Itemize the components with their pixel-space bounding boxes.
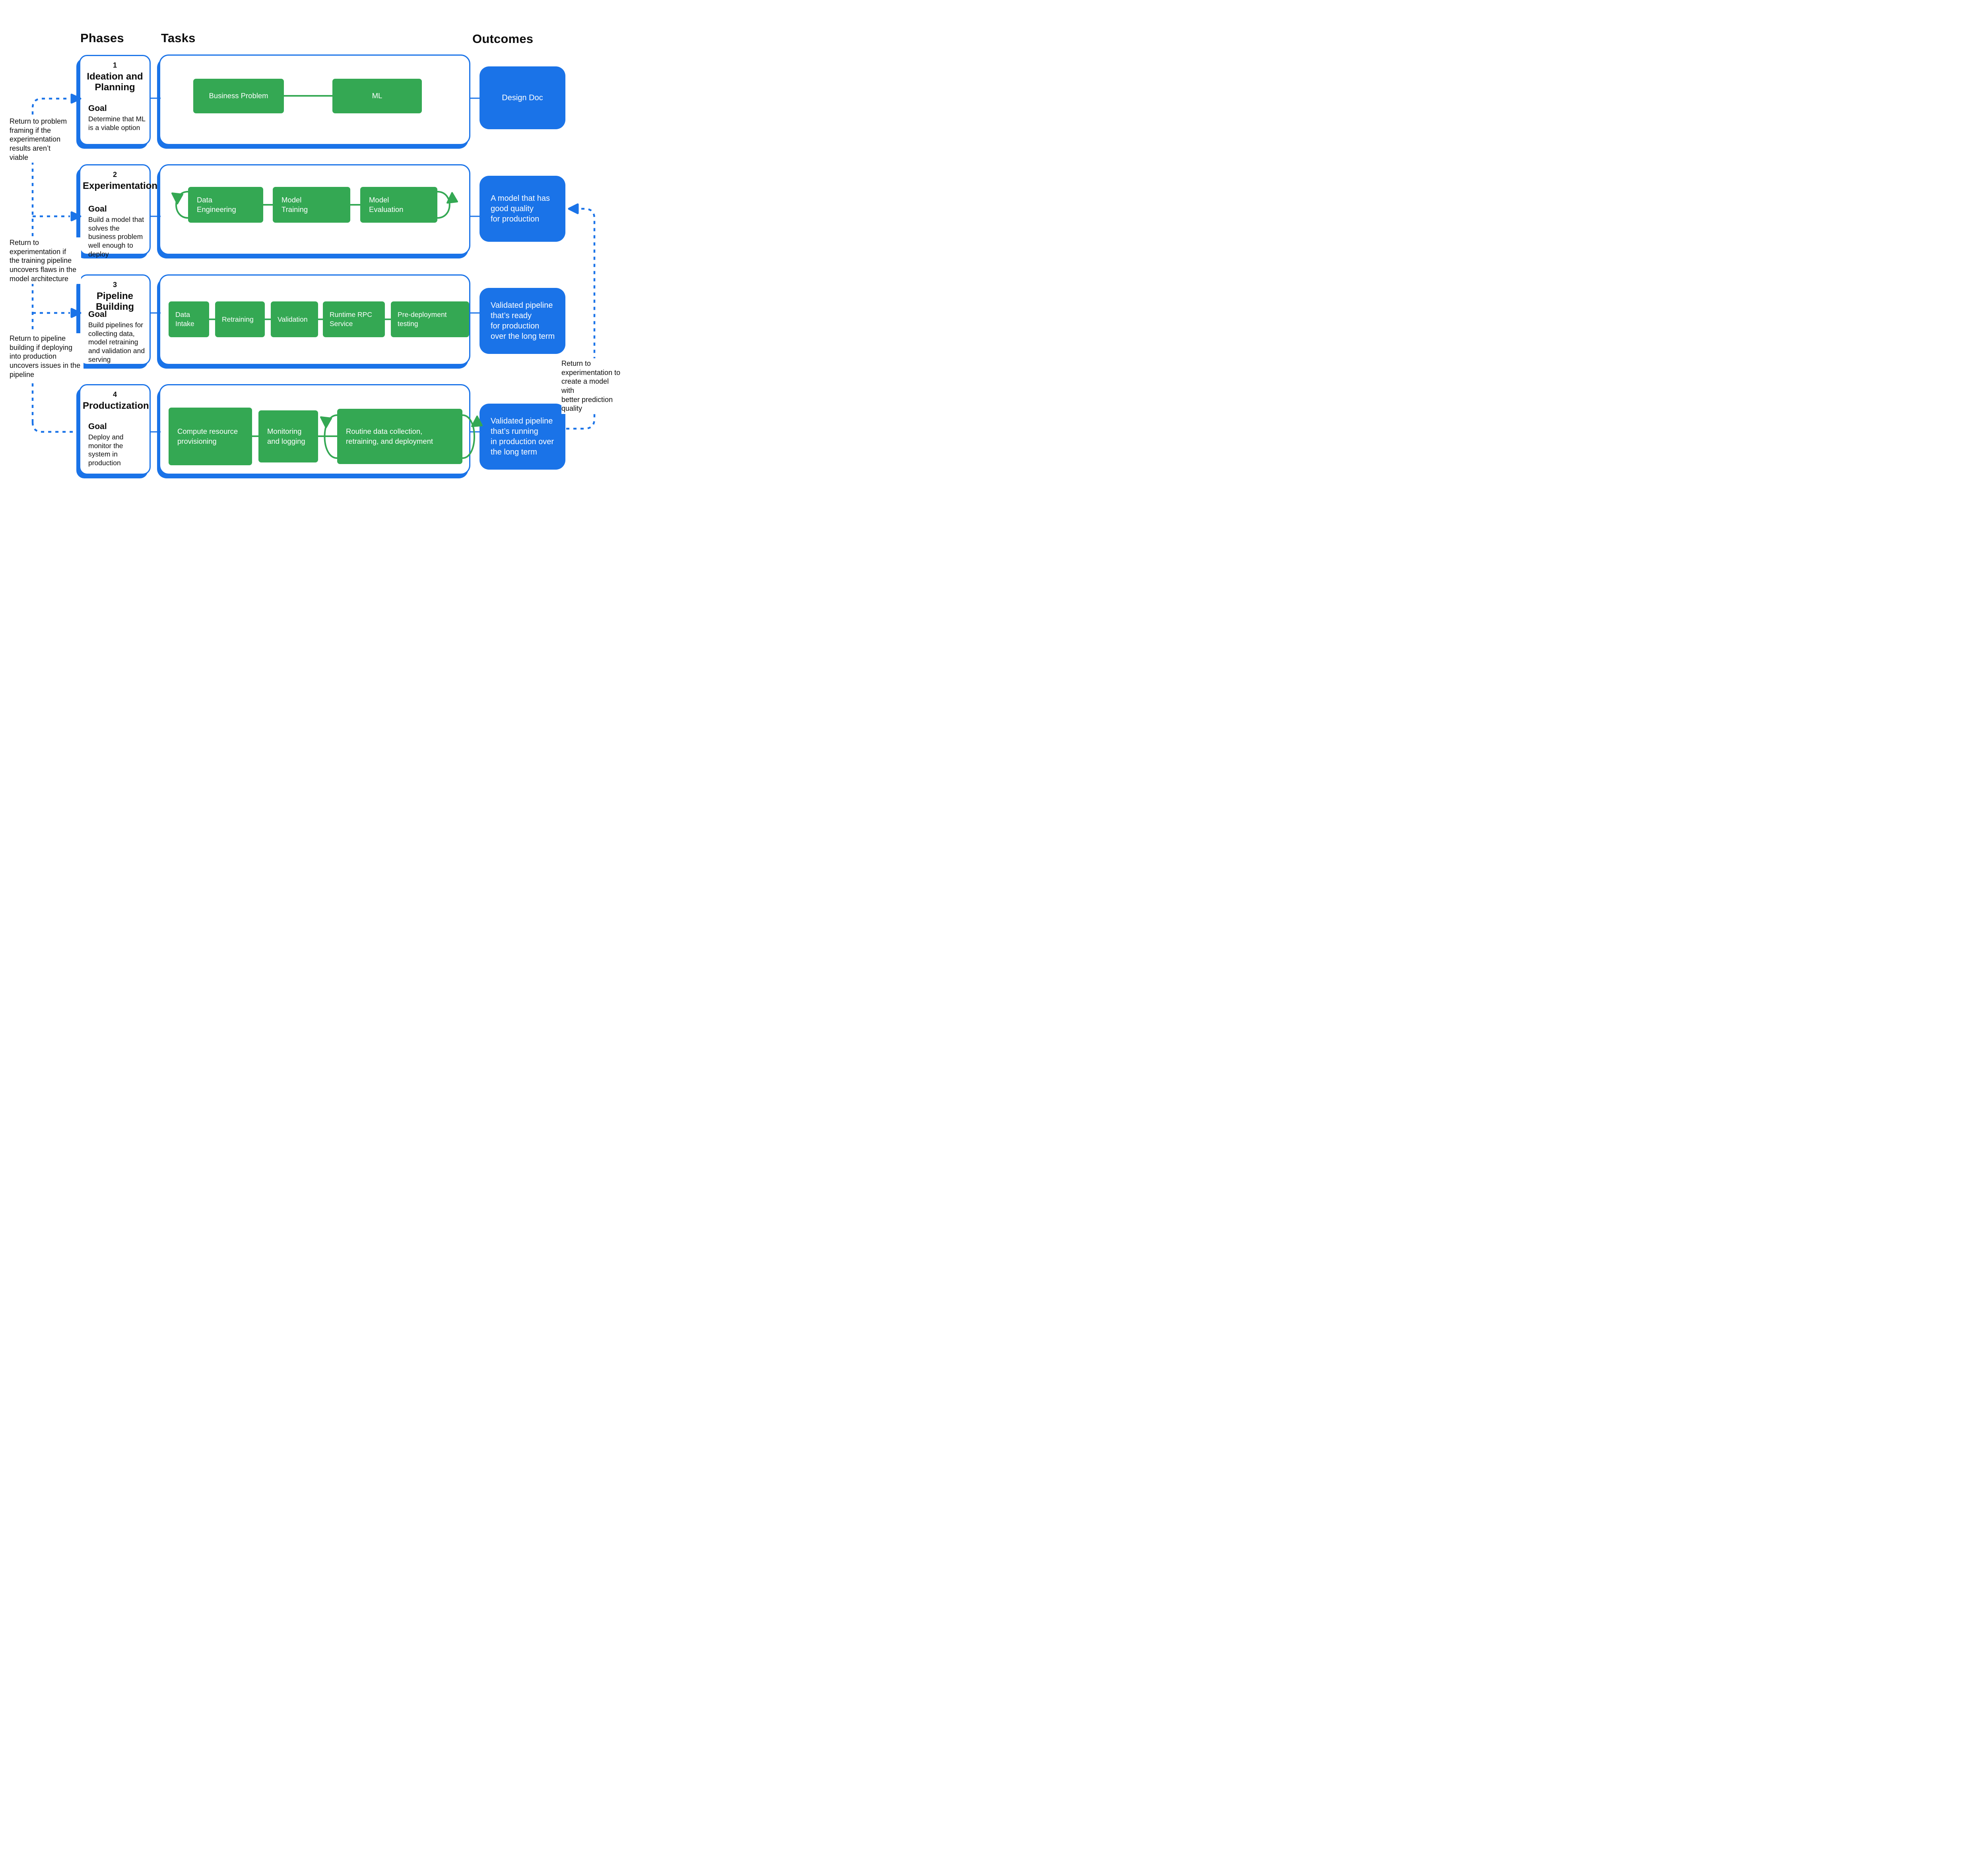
task-label: Validation: [278, 315, 308, 323]
mlops-phases-diagram: Phases Tasks Outcomes 1 Ideation and Pla…: [0, 0, 623, 514]
task-pre-deployment-testing: Pre-deployment testing: [391, 301, 469, 337]
task-ml: ML: [332, 79, 422, 113]
outcome-validated-pipeline-ready: Validated pipeline that’s ready for prod…: [480, 288, 565, 354]
right-return-arrowhead-group: [568, 203, 579, 214]
outcome-label: Design Doc: [502, 93, 543, 102]
outcome-validated-pipeline-running: Validated pipeline that’s running in pro…: [480, 404, 565, 470]
task-data-engineering: Data Engineering: [188, 187, 263, 223]
arrowhead-into-outcome2: [568, 203, 579, 214]
task-model-evaluation: Model Evaluation: [360, 187, 437, 223]
task-validation: Validation: [271, 301, 318, 337]
goal-label: Goal: [88, 204, 107, 214]
task-compute-resource-provisioning: Compute resource provisioning: [169, 408, 252, 465]
outcome-label: Validated pipeline that’s ready for prod…: [491, 301, 555, 341]
task-monitoring-and-logging: Monitoring and logging: [258, 410, 318, 462]
task-label: ML: [372, 91, 382, 100]
task-label: Compute resource provisioning: [177, 427, 238, 445]
phase-title: Ideation and Planning: [87, 71, 143, 93]
goal-text: Build a model that solves the business p…: [88, 216, 144, 258]
phase-goal: Goal Determine that ML is a viable optio…: [88, 104, 146, 132]
return-note-4: Return to experimentation to create a mo…: [561, 358, 622, 414]
phase-number: 2: [113, 171, 117, 179]
goal-label: Goal: [88, 104, 107, 113]
task-model-training: Model Training: [273, 187, 350, 223]
tasks-column-header: Tasks: [161, 31, 196, 45]
phase-card-experimentation: 2 Experimentation Goal Build a model tha…: [79, 164, 158, 258]
task-data-intake: Data Intake: [169, 301, 209, 337]
phase-goal: Goal Build pipelines for collecting data…: [88, 310, 146, 364]
outcomes-column-header: Outcomes: [472, 32, 534, 46]
outcome-model-good-quality: A model that has good quality for produc…: [480, 176, 565, 242]
outcome-label: A model that has good quality for produc…: [491, 194, 550, 223]
phase-card-ideation: 1 Ideation and Planning Goal Determine t…: [79, 55, 151, 145]
phase-card-pipeline-building: 3 Pipeline Building Goal Build pipelines…: [79, 274, 151, 365]
phases-column-header: Phases: [80, 31, 124, 45]
task-label: Retraining: [222, 315, 254, 323]
dashed-branch-from-productization: [31, 422, 80, 433]
task-label: Data Intake: [175, 311, 194, 328]
goal-text: Determine that ML is a viable option: [88, 115, 146, 132]
phase-title: Pipeline Building: [96, 291, 134, 312]
phase-title: Productization: [83, 400, 149, 411]
phase-number: 3: [113, 281, 117, 289]
task-label: Runtime RPC Service: [330, 311, 372, 328]
goal-text: Deploy and monitor the system in product…: [88, 433, 124, 467]
outcome-design-doc: Design Doc: [480, 66, 565, 129]
task-label: Routine data collection, retraining, and…: [346, 427, 433, 445]
task-label: Model Evaluation: [369, 195, 404, 214]
task-label: Pre-deployment testing: [398, 311, 447, 328]
task-label: Monitoring and logging: [267, 427, 305, 445]
phase-goal: Goal Build a model that solves the busin…: [88, 204, 146, 258]
return-note-3: Return to pipeline building if deploying…: [10, 333, 83, 380]
task-label: Data Engineering: [197, 195, 236, 214]
task-business-problem: Business Problem: [193, 79, 284, 113]
phase-goal: Goal Deploy and monitor the system in pr…: [88, 422, 146, 468]
task-runtime-rpc-service: Runtime RPC Service: [323, 301, 385, 337]
goal-label: Goal: [88, 310, 107, 319]
phase-title: Experimentation: [83, 181, 158, 191]
return-note-1: Return to problem framing if the experim…: [10, 116, 69, 163]
phase-card-productization: 4 Productization Goal Deploy and monitor…: [79, 384, 151, 475]
blue-row-connectors: [149, 97, 481, 433]
outcome-label: Validated pipeline that’s running in pro…: [491, 417, 554, 457]
task-label: Business Problem: [209, 91, 268, 100]
return-note-2: Return to experimentation if the trainin…: [10, 237, 81, 284]
phase-number: 1: [113, 61, 117, 69]
task-retraining: Retraining: [215, 301, 265, 337]
task-label: Model Training: [282, 195, 308, 214]
goal-text: Build pipelines for collecting data, mod…: [88, 321, 145, 363]
goal-label: Goal: [88, 422, 107, 431]
phase-number: 4: [113, 390, 117, 398]
task-routine-data-collection: Routine data collection, retraining, and…: [337, 409, 462, 464]
